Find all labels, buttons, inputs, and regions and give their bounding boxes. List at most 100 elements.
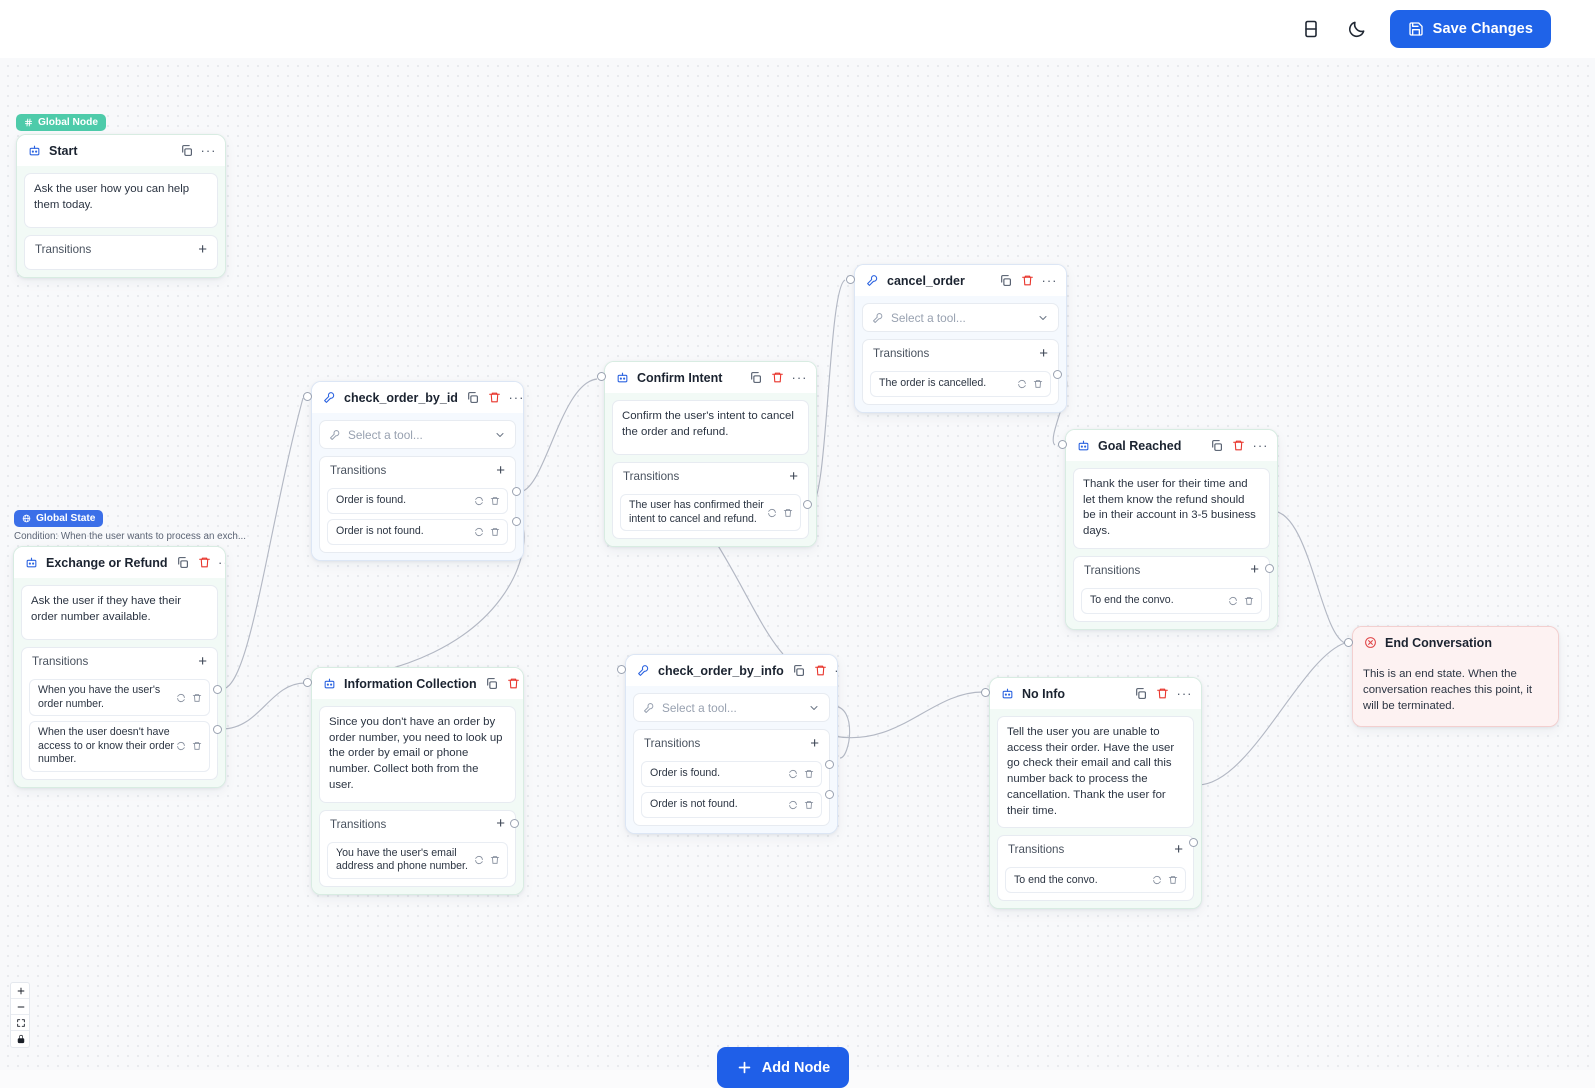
ellipsis-icon[interactable]: ··· [508, 389, 524, 405]
transition-row[interactable]: When the user doesn't have access to or … [29, 721, 210, 772]
edit-transition-icon[interactable] [1152, 875, 1162, 885]
transition-row[interactable]: The user has confirmed their intent to c… [620, 494, 801, 532]
ellipsis-icon[interactable]: ··· [1252, 437, 1269, 453]
trash-icon[interactable] [1168, 875, 1178, 885]
trash-icon[interactable] [804, 800, 814, 810]
copy-icon[interactable] [176, 556, 189, 569]
trash-icon[interactable] [488, 391, 501, 404]
add-transition-button[interactable]: + [1250, 561, 1259, 579]
node-prompt[interactable]: Thank the user for their time and let th… [1073, 468, 1270, 549]
node-exchange-or-refund[interactable]: Exchange or Refund ··· Ask the user if t… [13, 546, 226, 788]
transition-row[interactable]: Order is not found. [327, 519, 508, 545]
trash-icon[interactable] [1156, 687, 1169, 700]
trash-icon[interactable] [783, 508, 793, 518]
edit-transition-icon[interactable] [474, 855, 484, 865]
node-no-info[interactable]: No Info ··· Tell the user you are unable… [989, 677, 1202, 910]
add-transition-button[interactable]: + [198, 240, 207, 258]
zoom-out-button[interactable] [11, 999, 29, 1015]
copy-icon[interactable] [485, 677, 498, 690]
transition-port[interactable] [510, 819, 519, 828]
add-transition-button[interactable]: + [1039, 344, 1048, 362]
transition-port[interactable] [1189, 838, 1198, 847]
ellipsis-icon[interactable]: ··· [1176, 685, 1193, 701]
trash-icon[interactable] [1244, 596, 1254, 606]
transition-row[interactable]: The order is cancelled. [870, 371, 1051, 397]
chevron-down-icon[interactable] [808, 702, 820, 714]
node-confirm-intent[interactable]: Confirm Intent ··· Confirm the user's in… [604, 361, 817, 548]
transition-port[interactable] [1265, 564, 1274, 573]
ellipsis-icon[interactable]: ··· [218, 554, 225, 570]
flow-canvas[interactable]: Global Node Start ··· Ask the user how y… [0, 58, 1595, 1088]
tool-select[interactable]: Select a tool... [862, 303, 1059, 332]
transition-row[interactable]: Order is not found. [641, 792, 822, 818]
trash-icon[interactable] [1021, 274, 1034, 287]
transition-row[interactable]: To end the convo. [1081, 587, 1262, 614]
trash-icon[interactable] [490, 527, 500, 537]
add-transition-button[interactable]: + [496, 461, 505, 479]
transition-row[interactable]: When you have the user's order number. [29, 679, 210, 717]
edit-transition-icon[interactable] [474, 527, 484, 537]
ellipsis-icon[interactable]: ··· [200, 142, 217, 158]
edit-transition-icon[interactable] [1017, 379, 1027, 389]
transition-port[interactable] [512, 517, 521, 526]
zoom-in-button[interactable] [11, 983, 29, 999]
add-transition-button[interactable]: + [789, 467, 798, 485]
chevron-down-icon[interactable] [494, 429, 506, 441]
input-port[interactable] [846, 275, 855, 284]
transition-row[interactable]: To end the convo. [1005, 867, 1186, 894]
node-check-order-by-id[interactable]: check_order_by_id ··· Select a tool... [311, 381, 524, 561]
node-prompt[interactable]: Since you don't have an order by order n… [319, 706, 516, 803]
copy-icon[interactable] [749, 371, 762, 384]
node-cancel-order[interactable]: cancel_order ··· Select a tool... [854, 264, 1067, 413]
panel-layout-icon[interactable] [1298, 16, 1324, 42]
input-port[interactable] [303, 678, 312, 687]
trash-icon[interactable] [490, 855, 500, 865]
ellipsis-icon[interactable]: ··· [834, 664, 837, 677]
transition-port[interactable] [213, 685, 222, 694]
add-node-button[interactable]: Add Node [717, 1047, 849, 1088]
node-prompt[interactable]: Ask the user how you can help them today… [24, 173, 218, 228]
copy-icon[interactable] [999, 274, 1012, 287]
add-transition-button[interactable]: + [810, 734, 819, 752]
edit-transition-icon[interactable] [176, 693, 186, 703]
node-start[interactable]: Start ··· Ask the user how you can help … [16, 134, 226, 278]
trash-icon[interactable] [804, 769, 814, 779]
edit-transition-icon[interactable] [788, 800, 798, 810]
edit-transition-icon[interactable] [788, 769, 798, 779]
edit-transition-icon[interactable] [767, 508, 777, 518]
node-prompt[interactable]: Ask the user if they have their order nu… [21, 585, 218, 640]
trash-icon[interactable] [198, 556, 211, 569]
zoom-controls[interactable] [10, 982, 30, 1048]
copy-icon[interactable] [792, 664, 805, 677]
node-prompt[interactable]: Tell the user you are unable to access t… [997, 716, 1194, 829]
tool-select[interactable]: Select a tool... [319, 420, 516, 449]
fit-screen-button[interactable] [11, 1015, 29, 1031]
trash-icon[interactable] [1232, 439, 1245, 452]
input-port[interactable] [1344, 638, 1353, 647]
trash-icon[interactable] [1033, 379, 1043, 389]
node-check-order-by-info[interactable]: check_order_by_info ··· Select a tool... [625, 654, 838, 834]
node-goal-reached[interactable]: Goal Reached ··· Thank the user for thei… [1065, 429, 1278, 630]
add-transition-button[interactable]: + [496, 815, 505, 833]
transition-row[interactable]: You have the user's email address and ph… [327, 841, 508, 879]
copy-icon[interactable] [180, 144, 193, 157]
transition-port[interactable] [213, 725, 222, 734]
copy-icon[interactable] [466, 391, 479, 404]
input-port[interactable] [1058, 440, 1067, 449]
lock-button[interactable] [11, 1031, 29, 1047]
trash-icon[interactable] [771, 371, 784, 384]
transition-port[interactable] [1053, 370, 1062, 379]
input-port[interactable] [597, 372, 606, 381]
edit-transition-icon[interactable] [176, 741, 186, 751]
chevron-down-icon[interactable] [1037, 312, 1049, 324]
save-changes-button[interactable]: Save Changes [1389, 10, 1551, 48]
tool-select[interactable]: Select a tool... [633, 693, 830, 722]
edit-transition-icon[interactable] [1228, 596, 1238, 606]
node-end-conversation[interactable]: End Conversation This is an end state. W… [1352, 626, 1559, 727]
trash-icon[interactable] [507, 677, 520, 690]
input-port[interactable] [617, 665, 626, 674]
edit-transition-icon[interactable] [474, 496, 484, 506]
input-port[interactable] [303, 392, 312, 401]
copy-icon[interactable] [1210, 439, 1223, 452]
trash-icon[interactable] [192, 741, 202, 751]
